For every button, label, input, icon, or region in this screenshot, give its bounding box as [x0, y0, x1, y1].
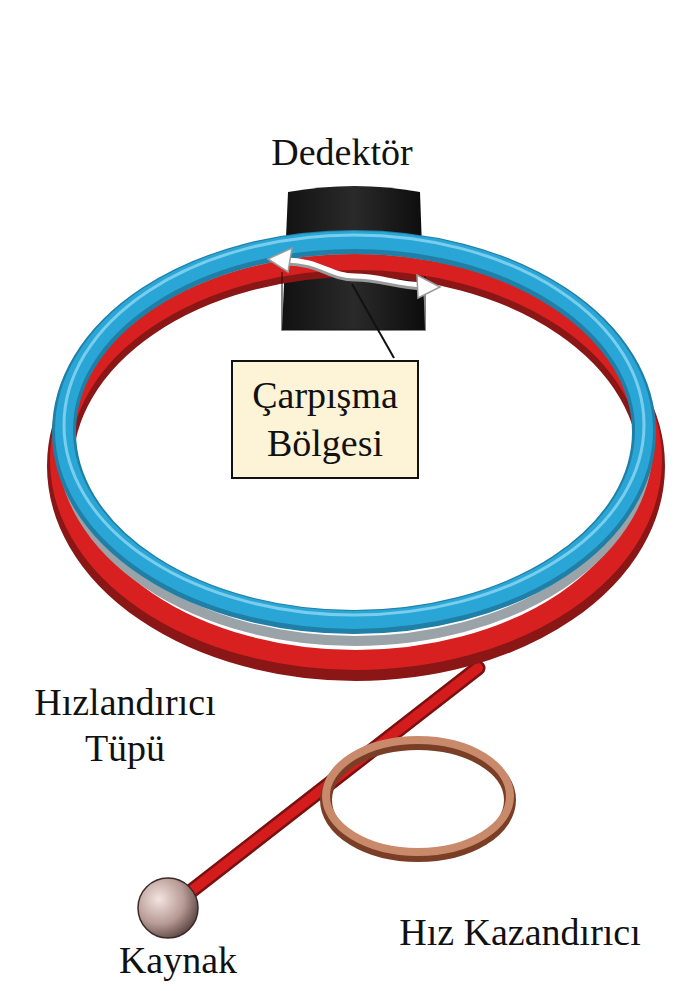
leader-line — [352, 284, 394, 358]
ring-red — [60, 260, 652, 660]
booster-label: Hız Kazandırıcı — [399, 910, 641, 956]
source-sphere — [138, 878, 198, 938]
detector-label: Dedektör — [271, 130, 412, 176]
ring-blue-highlight — [64, 235, 644, 615]
collision-arrow — [285, 260, 425, 285]
callout-text: Çarpışma Bölgesi — [240, 372, 410, 467]
ring-blue — [64, 240, 644, 620]
tube-label: Hızlandırıcı Tüpü — [10, 680, 240, 771]
arrowhead-left — [268, 248, 292, 272]
arrowhead-right — [417, 275, 440, 298]
booster-ring — [326, 740, 510, 852]
callout-box: Çarpışma Bölgesi — [231, 360, 419, 479]
source-label: Kaynak — [119, 938, 237, 984]
